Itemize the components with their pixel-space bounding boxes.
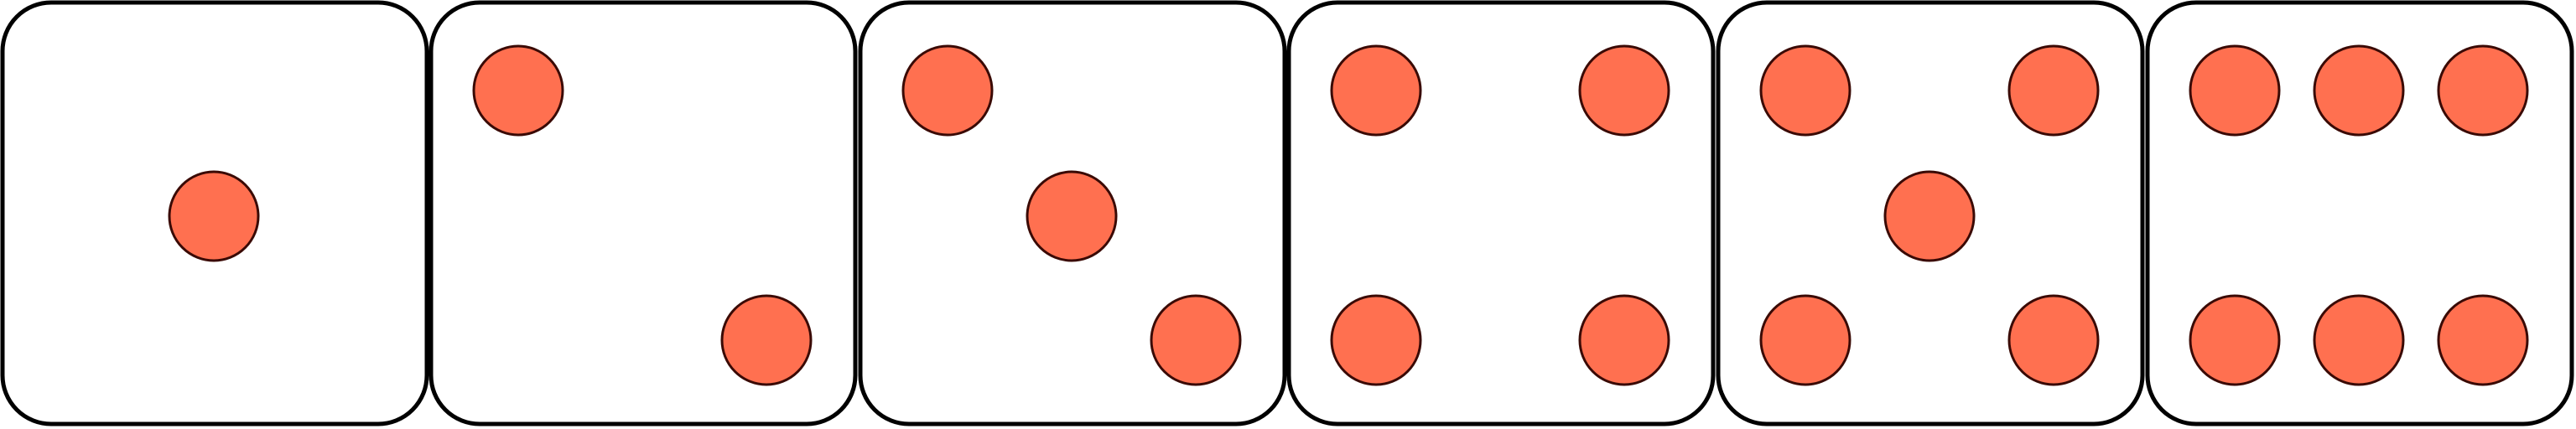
die-pip: [901, 44, 994, 137]
die-pip: [2189, 44, 2281, 137]
die-pip: [2189, 294, 2281, 386]
die-pip: [168, 170, 260, 262]
die-pip: [2437, 294, 2529, 386]
die-pip: [1330, 294, 1422, 386]
die-face-6: [2145, 0, 2574, 426]
die-pip: [720, 294, 813, 386]
die-pip: [1150, 294, 1242, 386]
die-face-4: [1286, 0, 1716, 426]
die-pip: [472, 44, 564, 137]
die-face-1: [0, 0, 429, 426]
die-face-2: [428, 0, 858, 426]
die-pip: [2313, 294, 2405, 386]
die-pip: [1026, 170, 1118, 262]
die-pip: [2313, 44, 2405, 137]
die-pip: [1759, 294, 1852, 386]
die-face-3: [858, 0, 1287, 426]
die-pip: [1578, 294, 1670, 386]
die-pip: [2007, 294, 2100, 386]
die-pip: [1330, 44, 1422, 137]
die-face-5: [1716, 0, 2145, 426]
die-pip: [1883, 170, 1976, 262]
die-pip: [2437, 44, 2529, 137]
die-pip: [1578, 44, 1670, 137]
die-pip: [1759, 44, 1852, 137]
die-pip: [2007, 44, 2100, 137]
